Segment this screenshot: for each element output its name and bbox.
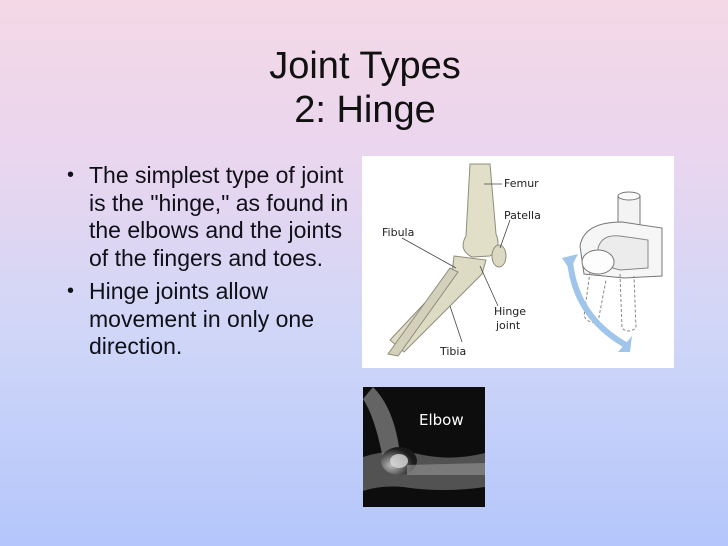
patella-bone (491, 244, 507, 268)
title-line-2: 2: Hinge (294, 89, 436, 131)
tibia-leader (449, 305, 463, 343)
hinge-leader (479, 265, 499, 307)
bullet-text: Hinge joints allow movement in only one … (89, 278, 315, 359)
femur-label: Femur (504, 177, 539, 190)
patella-leader (499, 219, 511, 249)
bullet-list: • The simplest type of joint is the "hin… (62, 162, 352, 367)
knee-hinge-illustration: Femur Patella Fibula Hinge joint Tibia (362, 156, 674, 368)
elbow-xray-image (363, 387, 485, 507)
xray-graphic (363, 387, 485, 507)
knee-diagram: Femur Patella Fibula Hinge joint Tibia (382, 163, 663, 358)
bullet-item: • Hinge joints allow movement in only on… (62, 278, 352, 361)
bullet-dot-icon: • (67, 280, 75, 302)
xray-label: Elbow (419, 411, 464, 429)
bullet-text: The simplest type of joint is the "hinge… (89, 162, 349, 271)
bullet-item: • The simplest type of joint is the "hin… (62, 162, 352, 272)
title-line-1: Joint Types (269, 45, 461, 87)
bullet-dot-icon: • (67, 164, 75, 186)
fibula-bone (387, 267, 459, 357)
fibula-label: Fibula (382, 226, 414, 239)
femur-bone (462, 163, 499, 258)
hinge-label-line2: joint (495, 319, 521, 332)
hinge-label-line1: Hinge (494, 305, 526, 318)
hinge-motion-arrow-icon (562, 254, 632, 352)
patella-label: Patella (504, 209, 541, 222)
hinge-joint-model (579, 191, 663, 332)
tibia-label: Tibia (439, 345, 466, 358)
fibula-leader (401, 237, 457, 269)
slide-title: Joint Types 2: Hinge (215, 44, 515, 132)
